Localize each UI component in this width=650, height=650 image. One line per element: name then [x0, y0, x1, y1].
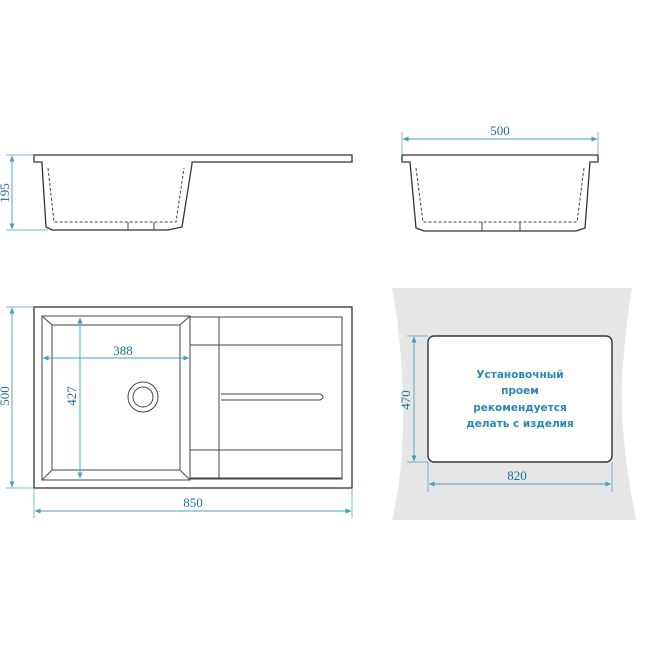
- drain-channel: [221, 393, 324, 401]
- bowl-inner: [51, 324, 181, 471]
- bowl-width-label: 388: [113, 343, 133, 358]
- dimension-cutout-depth-470: 470: [398, 335, 428, 463]
- dimension-height-195: 195: [0, 154, 48, 231]
- drainboard: [189, 316, 343, 480]
- cutout-note-line-1: Установочный: [476, 369, 563, 381]
- dimension-side-width-500: 500: [401, 123, 599, 154]
- countertop-cutout-view: Установочный проем рекомендуется делать …: [392, 288, 636, 520]
- end-view: [401, 154, 599, 232]
- drain-outer: [127, 381, 159, 413]
- top-length-label: 850: [183, 495, 203, 510]
- dimension-cutout-width-820: 820: [427, 462, 613, 492]
- cutout-depth-label: 470: [398, 390, 413, 410]
- cutout-width-label: 820: [507, 468, 527, 483]
- cutout-note-line-4: делать с изделия: [466, 418, 574, 430]
- dimension-bowl-depth-427: 427: [64, 317, 83, 479]
- top-depth-label: 500: [0, 386, 12, 406]
- cutout-opening: [427, 335, 613, 463]
- dimension-bowl-width-388: 388: [42, 343, 190, 361]
- dimension-top-length-850: 850: [33, 488, 353, 518]
- front-view: [33, 154, 353, 231]
- top-view: [33, 306, 353, 489]
- dimension-top-depth-500: 500: [0, 306, 34, 489]
- cutout-note-line-2: проем: [501, 385, 539, 397]
- side-width-label: 500: [490, 123, 510, 138]
- height-label: 195: [0, 183, 12, 203]
- bowl-depth-label: 427: [64, 386, 79, 406]
- cutout-note-line-3: рекомендуется: [473, 402, 566, 414]
- drain-inner: [132, 386, 154, 408]
